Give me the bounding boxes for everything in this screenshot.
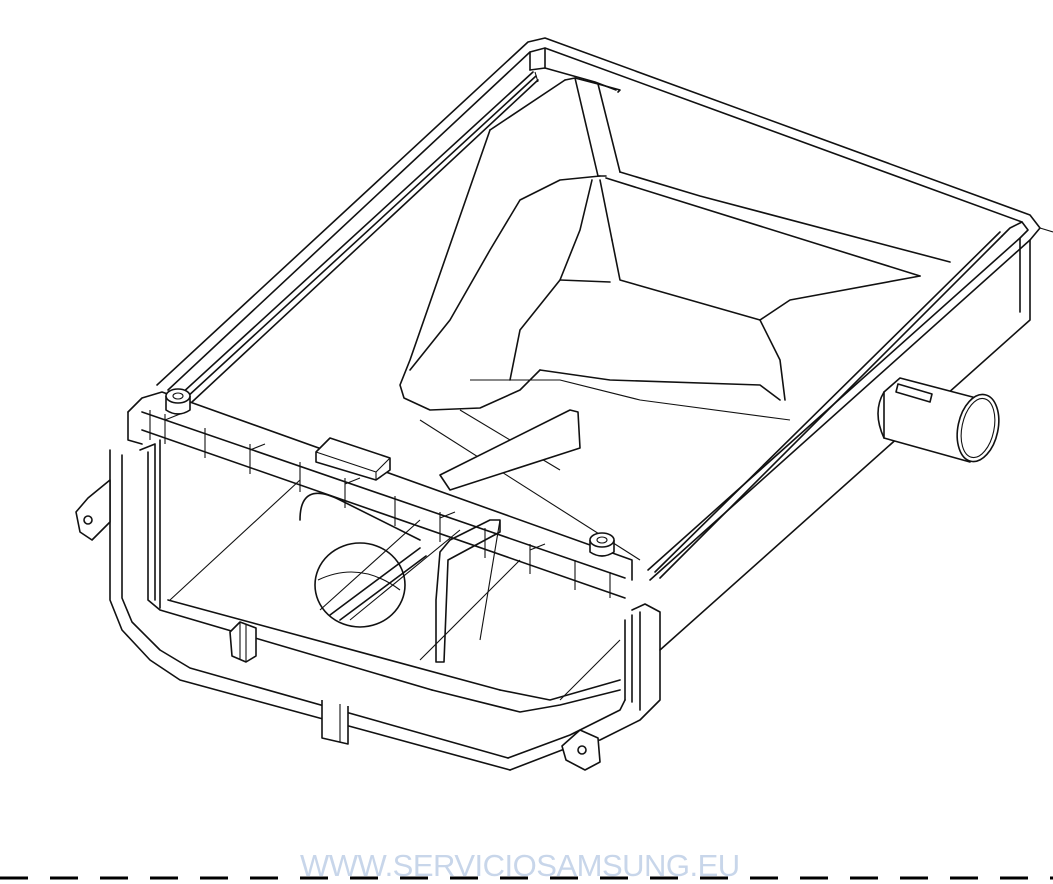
left-rail: [179, 71, 539, 403]
outlet-spout: [877, 377, 1000, 463]
right-wall: [654, 221, 1053, 651]
front-crossbar: [127, 391, 633, 599]
crossbar-slots: [149, 410, 611, 598]
mounting-lug-left: [75, 479, 111, 541]
bottom-tab: [321, 700, 349, 745]
mounting-lug-right: [561, 729, 601, 771]
tray-rim: [156, 37, 1041, 581]
bottom-clip: [229, 621, 257, 663]
front-frame-left: [109, 439, 511, 771]
siphon-dome: [299, 492, 427, 628]
hopper: [399, 77, 951, 561]
floor-lines: [169, 479, 621, 701]
baffle-plates: [435, 409, 581, 663]
screw-boss-right: [589, 532, 615, 557]
latch-tab: [315, 437, 391, 481]
screw-boss-left: [165, 388, 191, 415]
front-frame-right: [431, 603, 661, 771]
dashed-separator-line: [0, 876, 1053, 880]
